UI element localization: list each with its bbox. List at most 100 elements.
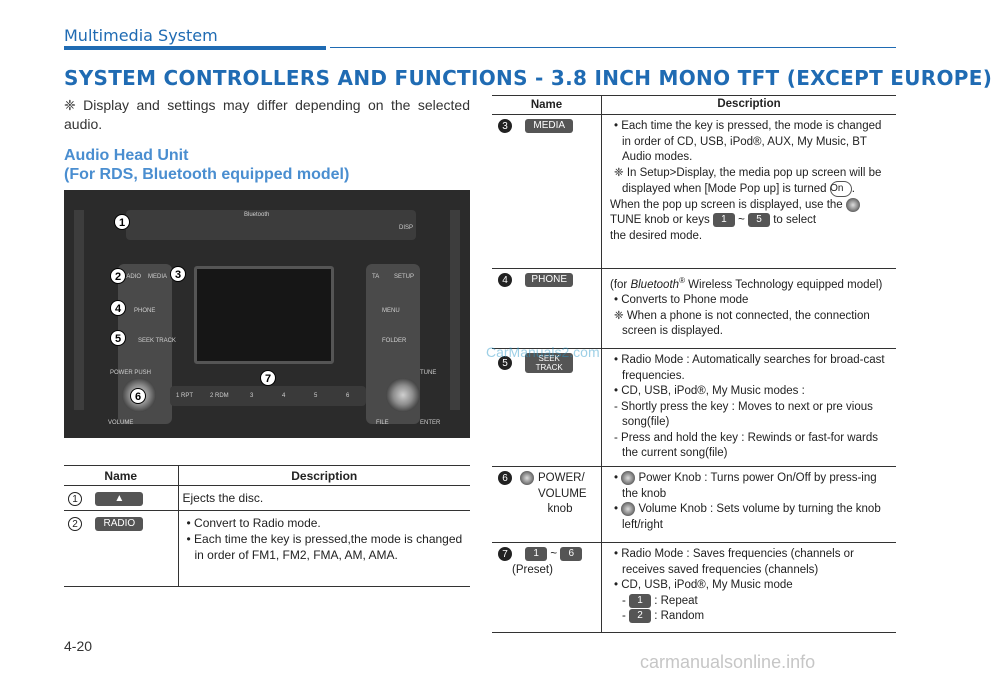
seek-desc-3: - Shortly press the key : Moves to next …: [614, 400, 873, 429]
power-desc-1-text: Power Knob : Turns power On/Off by press…: [622, 472, 877, 500]
random-text: : Random: [654, 610, 705, 623]
row-number: 4: [498, 273, 512, 287]
callout-7: 7: [260, 370, 276, 386]
photo-preset-1: 1 RPT: [176, 393, 194, 399]
left-col-desc: Description: [178, 465, 470, 486]
power-volume-name: POWER/ VOLUME knob: [538, 472, 587, 515]
photo-enter-label: ENTER: [420, 420, 441, 426]
media-key-icon: MEDIA: [525, 119, 574, 133]
radio-desc-2: • Each time the key is pressed,the mode …: [186, 532, 463, 562]
photo-preset-2: 2 RDM: [210, 393, 229, 399]
photo-preset-5: 5: [314, 393, 318, 399]
eject-description: Ejects the disc.: [178, 485, 470, 511]
tune-knob: [386, 378, 420, 412]
right-table-header: Name Description: [492, 95, 896, 115]
phone-desc-2: • Converts to Phone mode: [614, 294, 749, 307]
preset-1-key-icon: 1: [525, 547, 548, 561]
photo-radio-label: RADIO: [122, 274, 142, 280]
callout-3: 3: [170, 266, 186, 282]
audio-head-unit-heading: Audio Head Unit (For RDS, Bluetooth equi…: [64, 146, 349, 184]
phone-desc-1b: Wireless Technology equipped model): [688, 278, 883, 291]
table-row: 4 PHONE (for Bluetooth® Wireless Technol…: [492, 269, 896, 349]
photo-folder-label: FOLDER: [382, 338, 407, 344]
repeat-key-icon: 1: [629, 593, 652, 608]
phone-desc-3: ❈ When a phone is not connected, the con…: [614, 309, 870, 338]
preset-desc-2: • CD, USB, iPod®, My Music mode: [614, 579, 793, 591]
head-unit-photo: Bluetooth DISP RADIO MEDIA PHONE SEEK TR…: [64, 190, 470, 438]
radio-desc-1: • Convert to Radio mode.: [186, 516, 321, 530]
preset-6-key-icon: 6: [560, 547, 583, 561]
table-row: 7 1 ~ 6 (Preset) • Radio Mode : Saves fr…: [492, 543, 896, 633]
media-desc-1: • Each time the key is pressed, the mode…: [614, 120, 882, 163]
photo-menu-label: MENU: [382, 308, 400, 314]
radio-key-icon: RADIO: [95, 516, 144, 531]
site-watermark: carmanualsonline.info: [640, 652, 816, 672]
media-desc-3b: TUNE knob or keys: [610, 214, 710, 227]
row-number: 3: [498, 119, 512, 133]
callout-5: 5: [110, 330, 126, 346]
tilde: ~: [550, 548, 558, 561]
photo-media-label: MEDIA: [148, 274, 168, 280]
table-row: 5 SEEK TRACK • Radio Mode : Automaticall…: [492, 349, 896, 467]
power-knob-icon: [621, 471, 636, 485]
right-col-desc: Description: [717, 98, 781, 111]
table-row: 2 RADIO • Convert to Radio mode. • Each …: [64, 510, 470, 587]
right-function-table: Name Description 3 MEDIA • Each time the…: [492, 95, 896, 633]
track-label: TRACK: [535, 363, 563, 372]
photo-power-label: POWER PUSH: [110, 370, 152, 376]
row-number: 5: [498, 356, 512, 370]
random-key-icon: 2: [629, 609, 652, 624]
power-desc-2-text: Volume Knob : Sets volume by turning the…: [622, 503, 881, 531]
photo-file-label: FILE: [376, 420, 389, 426]
power-desc-2: • Volume Knob : Sets volume by turning t…: [614, 502, 881, 531]
table-row: 6 POWER/ VOLUME knob • Power Knob : Turn…: [492, 467, 896, 543]
phone-desc-1: (for Bluetooth® Wireless Technology equi…: [610, 276, 883, 291]
tilde: ~: [738, 214, 745, 227]
seek-desc-2: • CD, USB, iPod®, My Music modes :: [614, 385, 805, 397]
photo-setup-label: SETUP: [394, 274, 415, 280]
left-vent: [74, 210, 84, 410]
media-desc-3a: When the pop up screen is displayed, use…: [610, 198, 843, 211]
seek-desc-4: - Press and hold the key : Rewinds or fa…: [614, 431, 878, 460]
subheading-line2: (For RDS, Bluetooth equipped model): [64, 166, 350, 183]
section-label: Multimedia System: [64, 26, 218, 45]
row-number: 7: [498, 547, 512, 561]
callout-1: 1: [114, 214, 130, 230]
left-col-name: Name: [64, 465, 179, 486]
on-key-icon: On: [829, 181, 852, 197]
photo-preset-3: 3: [250, 393, 254, 399]
repeat-text: : Repeat: [654, 594, 698, 607]
row-number: 2: [68, 516, 82, 531]
page-number: 4-20: [64, 638, 93, 654]
display-screen: [194, 266, 334, 364]
media-desc-3d: the desired mode.: [610, 229, 703, 242]
media-desc-3: When the pop up screen is displayed, use…: [610, 197, 888, 245]
media-desc-3c: to select: [773, 214, 817, 227]
subheading-line1: Audio Head Unit: [64, 147, 189, 164]
photo-seek-label: SEEK TRACK: [138, 338, 176, 344]
photo-bluetooth-label: Bluetooth: [244, 212, 270, 218]
tune-knob-icon: [845, 197, 860, 212]
table-row: 3 MEDIA • Each time the key is pressed, …: [492, 115, 896, 269]
preset-desc-1: • Radio Mode : Saves frequencies (channe…: [614, 548, 854, 576]
row-number: 6: [498, 471, 512, 485]
callout-4: 4: [110, 300, 126, 316]
display-note: ❈ Display and settings may differ depend…: [64, 97, 470, 132]
seek-label: SEEK: [538, 354, 560, 363]
photo-disp-label: DISP: [399, 225, 414, 231]
photo-preset-6: 6: [346, 393, 350, 399]
right-vent: [450, 210, 460, 410]
media-desc-2: ❈ In Setup>Display, the media pop up scr…: [614, 166, 882, 197]
cd-slot-bar: [126, 210, 416, 240]
callout-2: 2: [110, 268, 126, 284]
photo-preset-4: 4: [282, 393, 286, 399]
preset-repeat: - 1 : Repeat: [622, 593, 698, 608]
callout-6: 6: [130, 388, 146, 404]
preset-label: (Preset): [512, 563, 553, 576]
preset-random: - 2 : Random: [622, 609, 705, 624]
preset-strip: [170, 386, 366, 406]
phone-desc-1a: (for: [610, 278, 628, 291]
preset-1-key-icon: 1: [712, 213, 735, 228]
seek-track-key-icon: SEEK TRACK: [525, 353, 574, 373]
photo-phone-label: PHONE: [134, 308, 156, 314]
